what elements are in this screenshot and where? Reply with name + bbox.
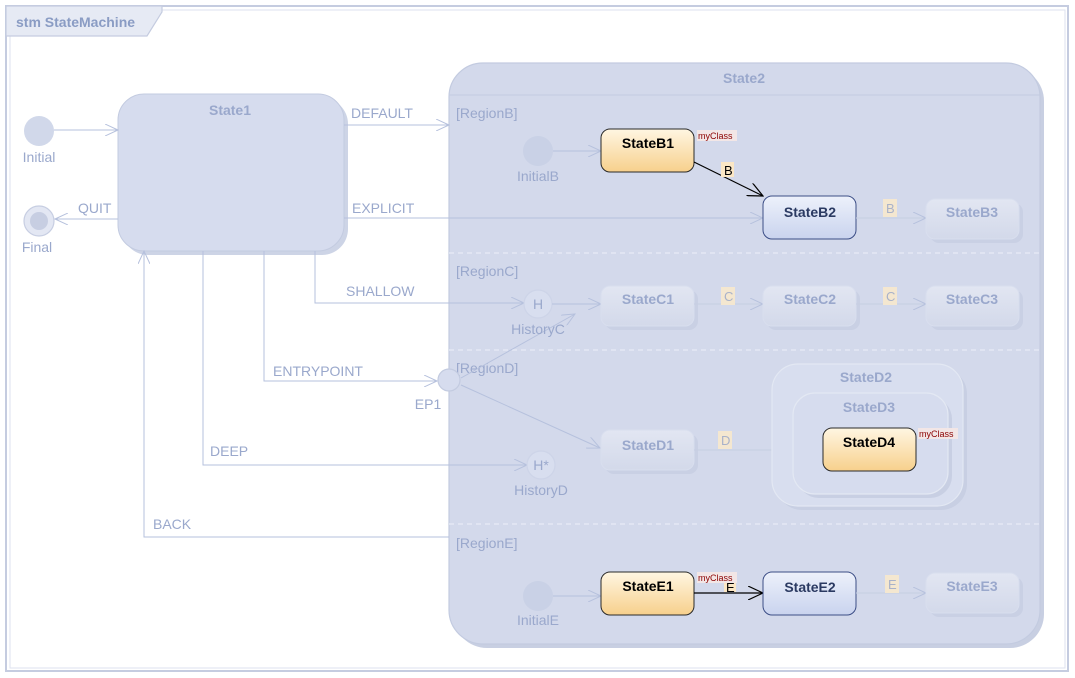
initial-b-label: InitialB (517, 168, 559, 184)
state-e1[interactable]: StateE1 (600, 571, 695, 616)
state1[interactable]: State1 (117, 93, 348, 255)
region-b-label: [RegionB] (456, 105, 517, 121)
transition-shallow-label: SHALLOW (346, 283, 415, 299)
initial-node[interactable]: Initial (23, 116, 56, 165)
transition-entrypoint-label: ENTRYPOINT (273, 363, 363, 379)
history-c-label: HistoryC (511, 321, 565, 337)
transition-deep-label: DEEP (210, 443, 248, 459)
guard-e2: E (888, 577, 897, 592)
initial-e-node[interactable]: InitialE (517, 581, 559, 628)
state-e2[interactable]: StateE2 (762, 571, 857, 616)
state-d2-label: StateD2 (840, 369, 892, 385)
state-b3[interactable]: StateB3 (925, 198, 1023, 243)
state-e3[interactable]: StateE3 (925, 572, 1023, 617)
guard-e1: E (726, 580, 735, 595)
guard-d1: D (721, 433, 730, 448)
stereotype-e1: myClass (698, 573, 733, 583)
stereotype-d4: myClass (919, 429, 954, 439)
guard-e2-bg (885, 575, 899, 593)
state-b2-label: StateB2 (784, 204, 836, 220)
stereotype-d4-bg (918, 428, 958, 439)
transition-lines (54, 125, 763, 538)
transition-quit-label: QUIT (78, 200, 112, 216)
state-e2-label: StateE2 (784, 579, 836, 595)
frame-title: stm StateMachine (16, 14, 135, 30)
stereotype-b1: myClass (698, 131, 733, 141)
state2-label: State2 (723, 70, 765, 86)
guard-b2: B (886, 201, 895, 216)
guard-b1-bg (721, 162, 734, 177)
state-c1-label: StateC1 (622, 291, 674, 307)
state-d4[interactable]: StateD4 (822, 427, 917, 472)
transition-default-label: DEFAULT (351, 105, 413, 121)
state-d1-label: StateD1 (622, 437, 674, 453)
state-d3-label: StateD3 (843, 399, 895, 415)
history-d-label: HistoryD (514, 482, 568, 498)
state-b1-label: StateB1 (622, 135, 674, 151)
state-d4-label: StateD4 (843, 434, 895, 450)
state-c2-label: StateC2 (784, 291, 836, 307)
history-c-glyph: H (533, 296, 543, 312)
guard-b2-bg (883, 199, 897, 217)
region-c-label: [RegionC] (456, 263, 518, 279)
history-c-node[interactable]: H HistoryC (511, 289, 565, 337)
state-b2[interactable]: StateB2 (762, 195, 857, 240)
state-e1-label: StateE1 (622, 578, 674, 594)
state-c3-label: StateC3 (946, 291, 998, 307)
guard-c2-bg (883, 287, 897, 305)
transition-explicit-label: EXPLICIT (352, 200, 415, 216)
state1-label: State1 (209, 102, 251, 118)
entry-point-ep1[interactable]: EP1 (415, 368, 461, 412)
transition-back-label: BACK (153, 516, 192, 532)
state-c2[interactable]: StateC2 (762, 285, 860, 330)
final-label: Final (22, 239, 52, 255)
final-node[interactable]: Final (22, 205, 55, 255)
initial-b-node[interactable]: InitialB (517, 136, 559, 184)
guard-e1-bg (724, 583, 736, 592)
region-d-label: [RegionD] (456, 360, 518, 376)
history-d-glyph: H* (533, 457, 549, 473)
history-d-node[interactable]: H* HistoryD (514, 450, 568, 498)
stereotype-b1-bg (697, 130, 737, 141)
state-d1[interactable]: StateD1 (600, 429, 698, 474)
guard-c1: C (724, 289, 733, 304)
state-b3-label: StateB3 (946, 204, 998, 220)
state-b1[interactable]: StateB1 (600, 128, 695, 173)
region-e-label: [RegionE] (456, 535, 517, 551)
initial-e-label: InitialE (517, 612, 559, 628)
guard-c2: C (886, 289, 895, 304)
guard-b1: B (724, 163, 733, 178)
stereotype-e1-bg (697, 572, 737, 583)
initial-label: Initial (23, 149, 56, 165)
state-c1[interactable]: StateC1 (600, 285, 698, 330)
ep1-label: EP1 (415, 396, 442, 412)
state-e3-label: StateE3 (946, 578, 998, 594)
guard-d1-bg (718, 431, 732, 449)
guard-c1-bg (721, 287, 735, 305)
state-c3[interactable]: StateC3 (925, 285, 1023, 330)
